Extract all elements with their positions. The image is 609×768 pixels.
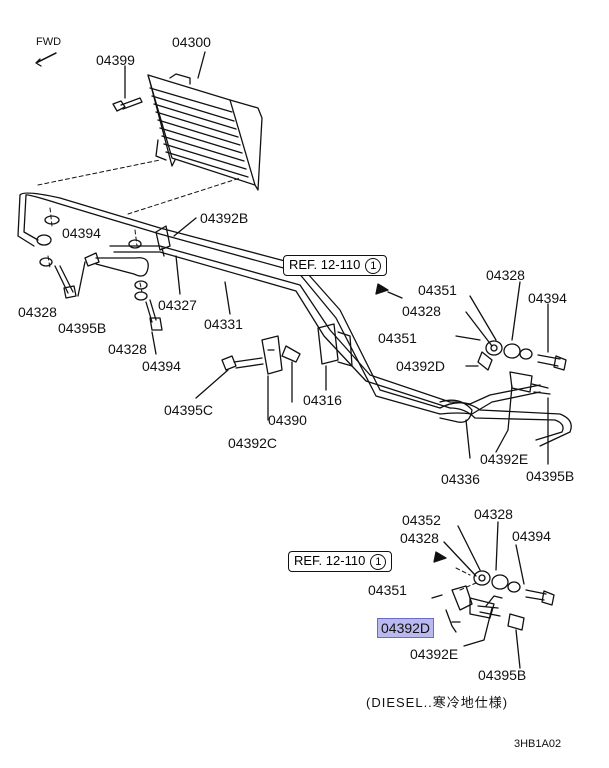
ref-number-lower: 1 — [370, 554, 387, 570]
diesel-note: (DIESEL..寒冷地仕様) — [366, 695, 509, 710]
banjo-fitting-left-drawing — [36, 215, 149, 299]
part-label-04316[interactable]: 04316 — [303, 392, 342, 408]
part-label-04351-b[interactable]: 04351 — [378, 330, 417, 346]
fwd-label: FWD — [36, 36, 62, 48]
part-label-04392C[interactable]: 04392C — [228, 435, 278, 451]
ref-12-110-lower[interactable]: REF. 12-110 1 — [288, 551, 393, 572]
part-label-04395B-c[interactable]: 04395B — [478, 667, 527, 683]
part-label-04328-a[interactable]: 04328 — [18, 304, 57, 320]
part-label-04395C[interactable]: 04395C — [164, 402, 214, 418]
part-label-04392E-b[interactable]: 04392E — [410, 646, 459, 662]
part-label-04328-d[interactable]: 04328 — [402, 303, 441, 319]
part-label-04336[interactable]: 04336 — [441, 471, 480, 487]
part-label-04331[interactable]: 04331 — [204, 316, 243, 332]
part-label-04327[interactable]: 04327 — [158, 297, 197, 313]
clip-04392B-drawing — [155, 225, 171, 257]
part-label-04328-e[interactable]: 04328 — [474, 506, 513, 522]
ref-12-110-upper[interactable]: REF. 12-110 1 — [283, 255, 388, 276]
right-fitting-upper-drawing — [375, 281, 567, 465]
diagram-code: 3HB1A02 — [514, 738, 562, 750]
part-label-04394-b[interactable]: 04394 — [142, 358, 181, 374]
part-label-04394-c[interactable]: 04394 — [528, 290, 567, 306]
ref-text-lower: REF. 12-110 — [294, 553, 366, 568]
ref-text-upper: REF. 12-110 — [289, 257, 361, 272]
part-label-04395B-b[interactable]: 04395B — [526, 468, 575, 484]
bolt-04394-drawing — [134, 280, 163, 355]
part-label-04392D-a[interactable]: 04392D — [396, 358, 446, 374]
clamp-04316-drawing — [317, 323, 353, 391]
right-fitting-lower-drawing — [431, 521, 555, 669]
fwd-arrow-icon — [35, 52, 57, 67]
bracket-04392C-drawing — [195, 335, 301, 421]
part-label-04390[interactable]: 04390 — [268, 412, 307, 428]
part-label-04392D-b-highlighted[interactable]: 04392D — [377, 618, 435, 638]
hose-04336-drawing — [439, 399, 473, 459]
part-label-04399[interactable]: 04399 — [96, 52, 135, 68]
bolt-04399-drawing — [112, 97, 143, 112]
part-label-04328-f[interactable]: 04328 — [400, 530, 439, 546]
part-label-04394-d[interactable]: 04394 — [512, 528, 551, 544]
part-label-04392B[interactable]: 04392B — [200, 210, 249, 226]
part-label-04352[interactable]: 04352 — [402, 512, 441, 528]
part-label-04394-a[interactable]: 04394 — [62, 225, 101, 241]
part-label-04392E-a[interactable]: 04392E — [480, 451, 529, 467]
part-label-04328-b[interactable]: 04328 — [108, 341, 147, 357]
part-label-04351-a[interactable]: 04351 — [418, 282, 457, 298]
part-label-04300[interactable]: 04300 — [172, 34, 211, 50]
ref-number-upper: 1 — [365, 258, 382, 274]
part-label-04328-c[interactable]: 04328 — [486, 267, 525, 283]
part-label-04351-c[interactable]: 04351 — [368, 582, 407, 598]
oil-cooler-pipes — [17, 192, 572, 447]
part-label-04395B-a[interactable]: 04395B — [58, 320, 107, 336]
oil-cooler-drawing — [147, 73, 263, 191]
